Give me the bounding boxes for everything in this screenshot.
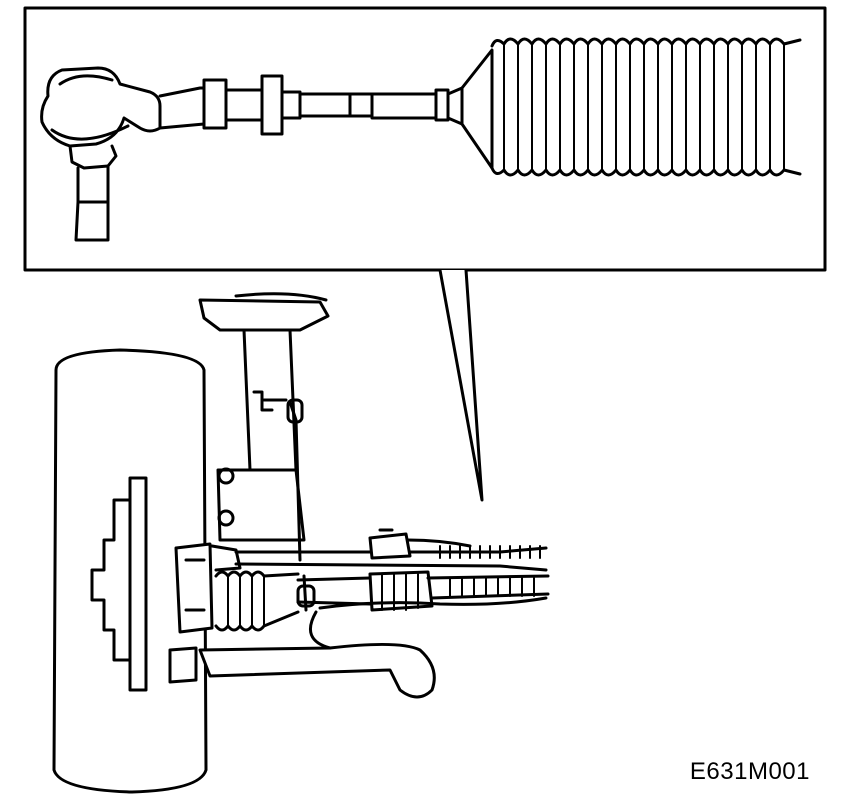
- drive-shaft-boot: [210, 544, 372, 632]
- figure-code-label: E631M001: [689, 758, 810, 785]
- stabilizer-link: [286, 398, 316, 612]
- tie-rod-shaft: [158, 74, 464, 136]
- lower-control-arm: [168, 596, 548, 699]
- inner-tie-rod-boot: [368, 570, 550, 612]
- tie-rod-end: [40, 66, 162, 242]
- strut-spring: [198, 292, 330, 542]
- knuckle: [174, 542, 214, 634]
- rubber-boot: [460, 37, 802, 177]
- brake-hub: [90, 476, 148, 692]
- callout-pointer: [438, 268, 484, 502]
- detail-inset: [23, 6, 827, 272]
- steering-rack: [234, 528, 548, 572]
- inset-frame: [23, 6, 827, 272]
